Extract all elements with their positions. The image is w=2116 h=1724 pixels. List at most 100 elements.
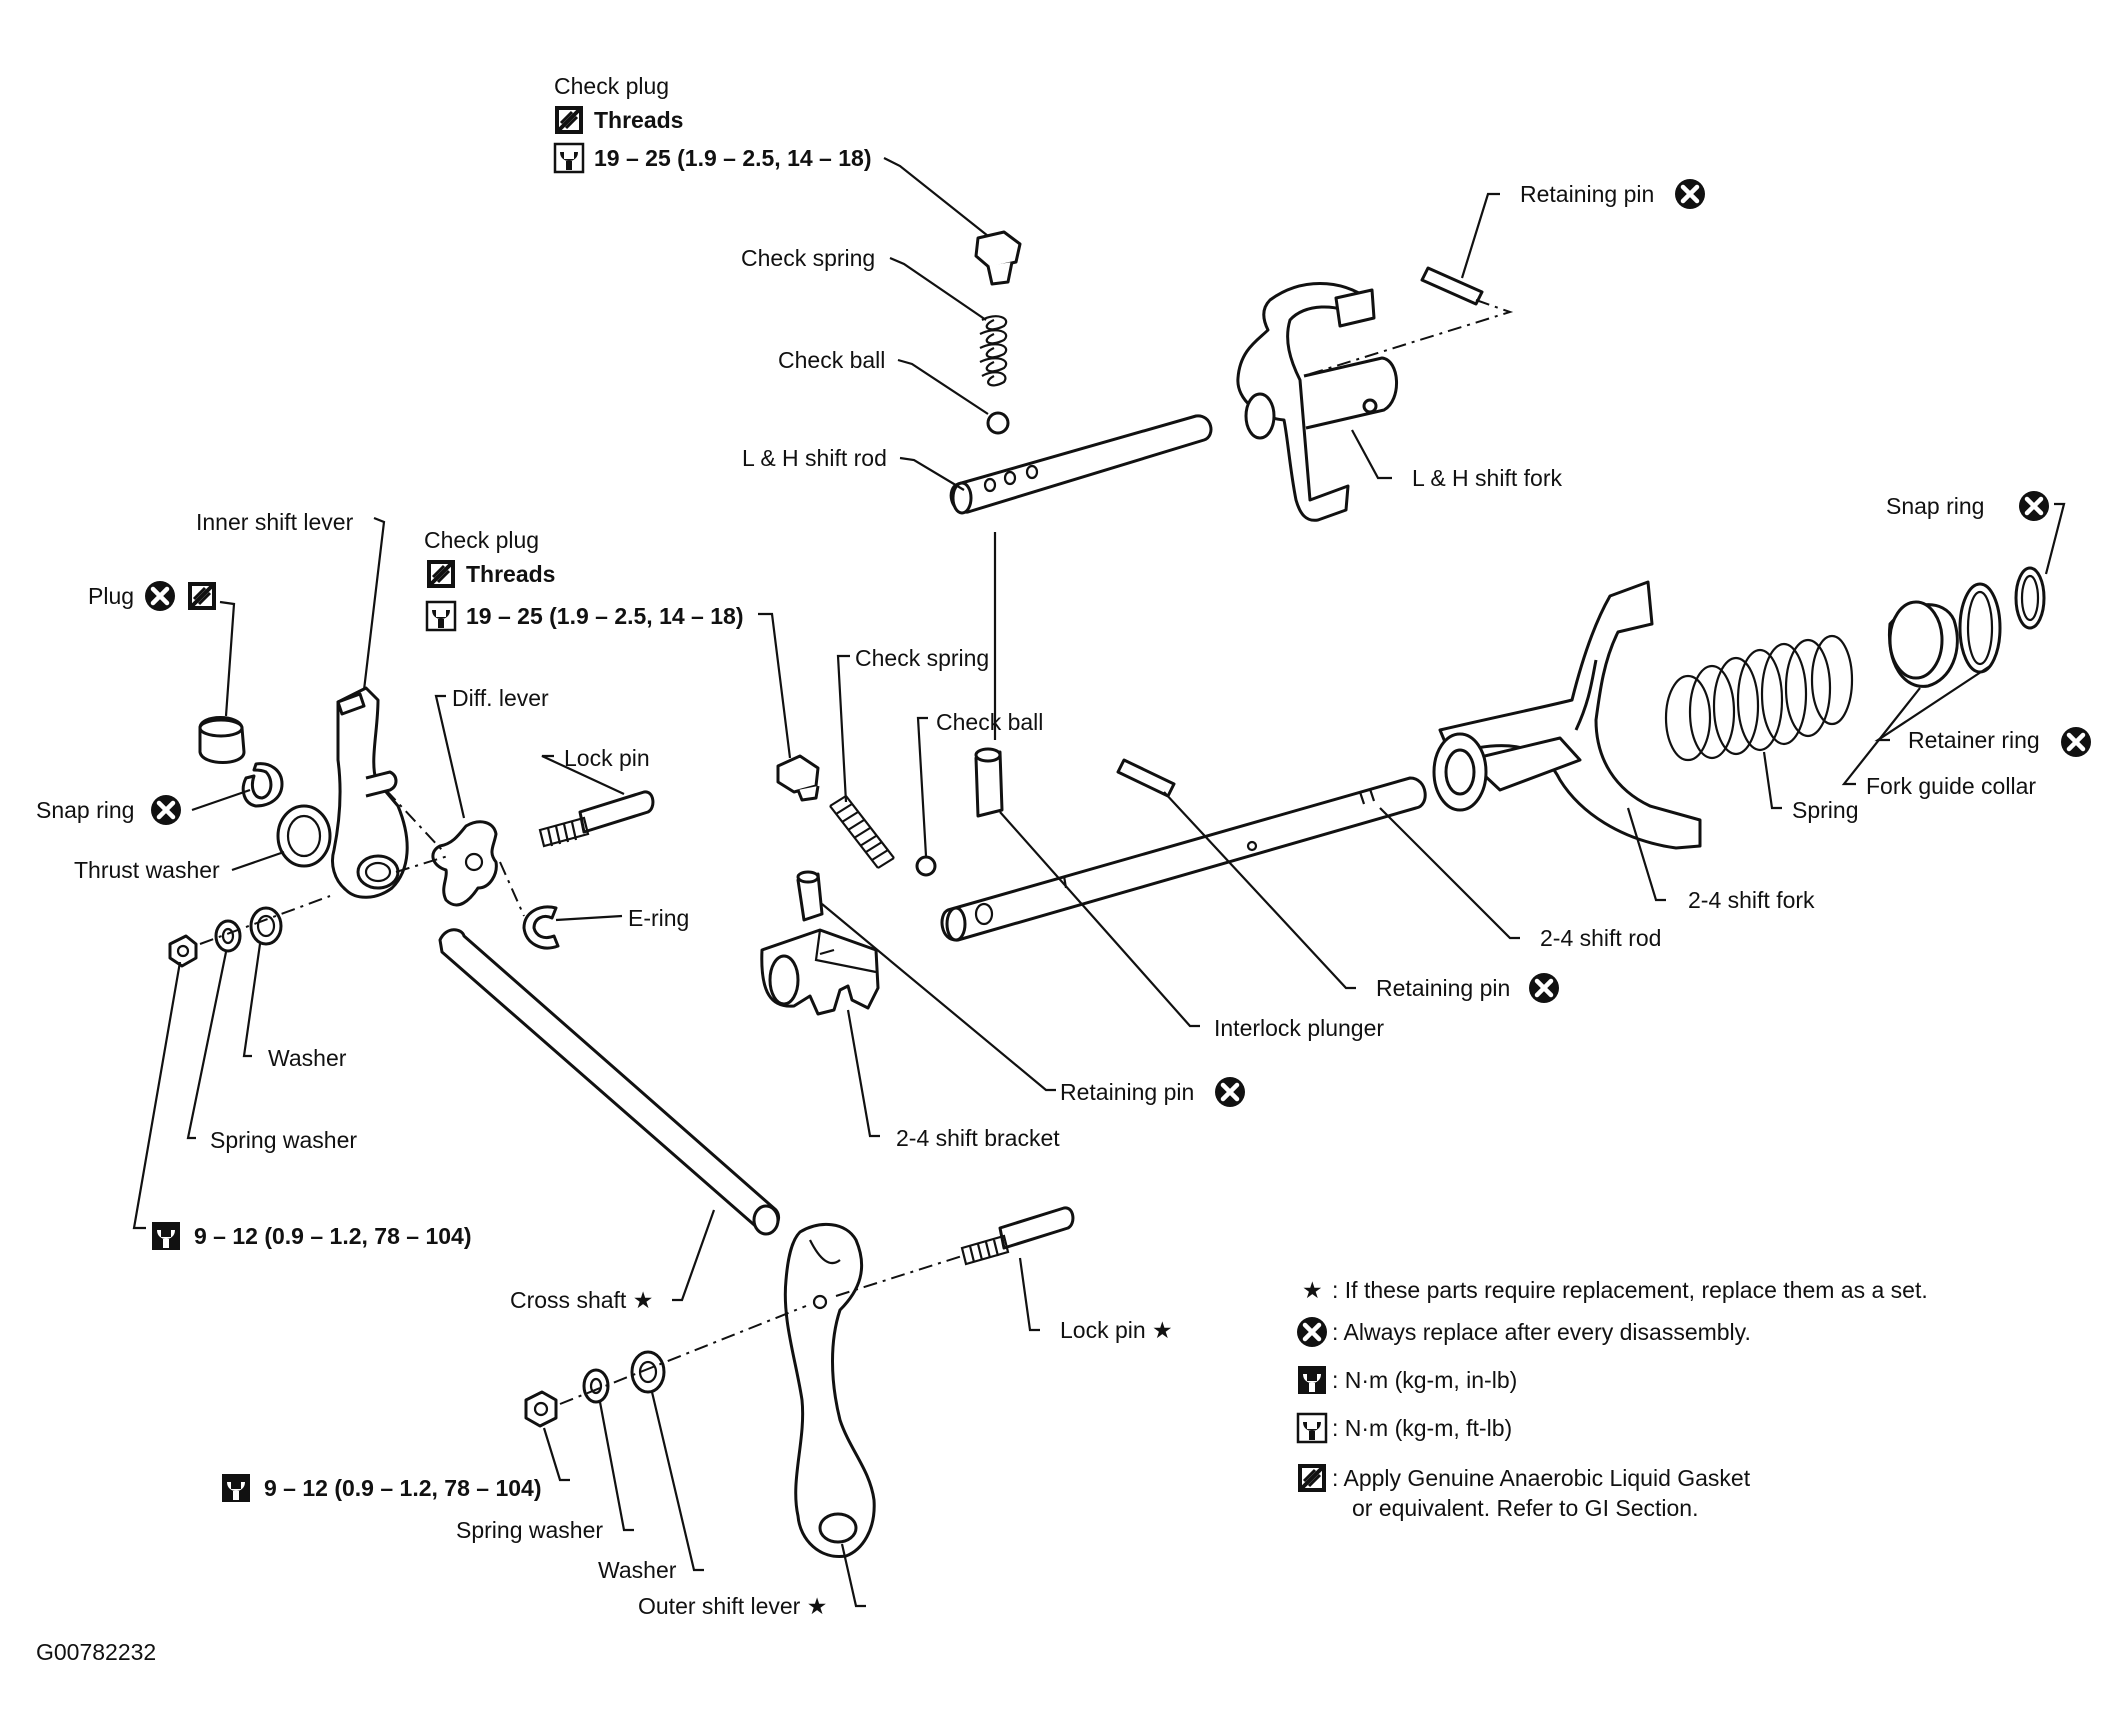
label-interlock-plunger: Interlock plunger [1214, 1015, 1384, 1041]
check-ball-mid [915, 855, 937, 877]
legend-gasket-text-1: : Apply Genuine Anaerobic Liquid Gasket [1332, 1465, 1751, 1491]
lock-pin-1 [538, 790, 655, 848]
nut-bottom [524, 1390, 558, 1428]
label-thrust-washer: Thrust washer [74, 857, 220, 883]
legend: ★ : If these parts require replacement, … [1297, 1277, 1928, 1521]
label-snap-ring-1: Snap ring [36, 797, 134, 823]
plug [198, 716, 246, 764]
retaining-pin-mid [1116, 758, 1176, 798]
label-washer-1: Washer [268, 1045, 347, 1071]
label-check-spring-2: Check spring [855, 645, 989, 671]
legend-replace-text: : Always replace after every disassembly… [1332, 1319, 1751, 1345]
label-retainer-ring: Retainer ring [1908, 727, 2040, 753]
label-spring: Spring [1792, 797, 1858, 823]
outer-shift-lever [783, 1222, 876, 1558]
circle-x-icon [1215, 1077, 1245, 1107]
legend-gasket-text-2: or equivalent. Refer to GI Section. [1352, 1495, 1698, 1521]
retaining-pin-bracket [796, 870, 824, 922]
torque-wrench-inlb-icon [152, 1222, 180, 1250]
circle-x-icon [1675, 179, 1705, 209]
label-plug: Plug [88, 583, 134, 609]
diff-lever-axis [385, 789, 525, 917]
spring-washer-bottom [582, 1368, 610, 1404]
label-shift-fork-24: 2-4 shift fork [1688, 887, 1815, 913]
legend-torque-ftlb-text: : N·m (kg-m, ft-lb) [1332, 1415, 1512, 1441]
snap-ring-left [241, 762, 284, 808]
label-inner-shift-lever: Inner shift lever [196, 509, 354, 535]
gasket-icon [186, 580, 218, 612]
label-retaining-pin-3: Retaining pin [1060, 1079, 1194, 1105]
label-retaining-pin-1: Retaining pin [1520, 181, 1654, 207]
torque-wrench-ftlb-icon [553, 142, 585, 174]
label-shift-rod-24: 2-4 shift rod [1540, 925, 1661, 951]
torque-wrench-ftlb-icon [1296, 1412, 1328, 1444]
inner-lever-axis [199, 855, 449, 945]
label-outer-shift-lever: Outer shift lever ★ [638, 1593, 827, 1619]
check-spring-top [979, 315, 1008, 387]
snap-ring-right [2014, 566, 2046, 630]
torque-wrench-ftlb-icon [425, 600, 457, 632]
label-lock-pin-1: Lock pin [564, 745, 650, 771]
torque-wrench-inlb-icon [222, 1474, 250, 1502]
lh-shift-fork [1236, 282, 1398, 522]
washer-bottom [630, 1350, 666, 1394]
circle-x-icon [145, 581, 175, 611]
label-threads-1: Threads [594, 107, 683, 133]
circle-x-icon [2061, 727, 2091, 757]
cross-shaft [438, 928, 781, 1236]
washer-left [249, 906, 283, 946]
label-torque-2: 19 – 25 (1.9 – 2.5, 14 – 18) [466, 603, 743, 629]
label-spring-washer-1: Spring washer [210, 1127, 357, 1153]
interlock-plunger [974, 747, 1004, 818]
shift-rod-24 [940, 776, 1427, 942]
nut-left [168, 934, 198, 968]
shift-fork-24 [1432, 580, 1702, 850]
check-plug-mid [776, 754, 820, 802]
check-ball-top [986, 411, 1010, 435]
label-washer-2: Washer [598, 1557, 677, 1583]
spring-large [1664, 634, 1854, 762]
label-check-spring-1: Check spring [741, 245, 875, 271]
check-plug-top [974, 230, 1022, 286]
legend-torque-inlb-text: : N·m (kg-m, in-lb) [1332, 1367, 1517, 1393]
figure-id: G00782232 [36, 1639, 156, 1665]
retainer-ring [1958, 582, 2002, 674]
retaining-pin-top [1420, 266, 1484, 306]
label-lh-shift-fork: L & H shift fork [1412, 465, 1562, 491]
label-e-ring: E-ring [628, 905, 689, 931]
label-cross-shaft: Cross shaft ★ [510, 1287, 653, 1313]
lh-shift-rod [949, 414, 1213, 515]
label-torque-4: 9 – 12 (0.9 – 1.2, 78 – 104) [264, 1475, 541, 1501]
legend-star-symbol: ★ [1302, 1277, 1323, 1303]
retaining-pin-axis [1309, 299, 1514, 375]
label-threads-2: Threads [466, 561, 555, 587]
label-spring-washer-2: Spring washer [456, 1517, 603, 1543]
circle-x-icon [1297, 1317, 1327, 1347]
inner-shift-lever [331, 686, 409, 899]
label-diff-lever: Diff. lever [452, 685, 549, 711]
circle-x-icon [2019, 491, 2049, 521]
e-ring [522, 905, 560, 950]
label-check-plug-2: Check plug [424, 527, 539, 553]
label-torque-3: 9 – 12 (0.9 – 1.2, 78 – 104) [194, 1223, 471, 1249]
legend-star-text: : If these parts require replacement, re… [1332, 1277, 1928, 1303]
gasket-icon [425, 558, 457, 590]
label-retaining-pin-2: Retaining pin [1376, 975, 1510, 1001]
gasket-icon [1296, 1462, 1328, 1494]
label-check-ball-1: Check ball [778, 347, 885, 373]
circle-x-icon [151, 795, 181, 825]
spring-washer-left [214, 919, 242, 953]
check-spring-mid [829, 795, 895, 869]
outer-lever-axis [559, 1255, 963, 1405]
label-fork-guide-collar: Fork guide collar [1866, 773, 2036, 799]
lock-pin-2 [960, 1206, 1075, 1266]
label-check-plug-1: Check plug [554, 73, 669, 99]
leader-lines [132, 157, 2066, 1608]
circle-x-icon [1529, 973, 1559, 1003]
fork-guide-collar [1887, 600, 1959, 688]
shift-bracket-24 [760, 928, 880, 1016]
label-shift-bracket-24: 2-4 shift bracket [896, 1125, 1060, 1151]
label-lock-pin-2: Lock pin ★ [1060, 1317, 1173, 1343]
